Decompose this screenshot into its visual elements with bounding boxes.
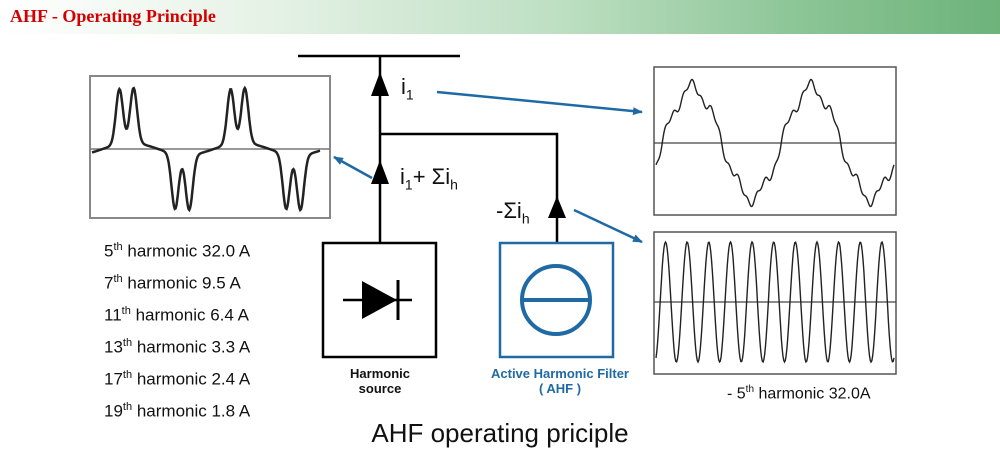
fifth-harmonic-label: - 5th harmonic 32.0A bbox=[727, 384, 871, 403]
pointer-arrow-harmonic bbox=[573, 208, 643, 244]
distorted-current-waveform bbox=[89, 75, 331, 219]
harmonic-row-11: 11th harmonic 6.4 A bbox=[104, 305, 249, 325]
arrow-i1-sum bbox=[371, 160, 389, 184]
pointer-arrow-distorted bbox=[333, 155, 373, 180]
fundamental-current-waveform bbox=[653, 66, 897, 216]
current-label-i1-sum: i1+ Σih bbox=[400, 164, 458, 193]
harmonic-list: 5th harmonic 32.0 A 7th harmonic 9.5 A 1… bbox=[104, 236, 250, 428]
fifth-harmonic-waveform bbox=[653, 231, 897, 375]
harmonic-row-5: 5th harmonic 32.0 A bbox=[104, 241, 251, 261]
harmonic-row-13: 13th harmonic 3.3 A bbox=[104, 337, 251, 357]
ahf-symbol-icon bbox=[520, 264, 592, 336]
current-label-neg-sum: -Σih bbox=[496, 198, 530, 227]
header-bar: AHF - Operating Principle bbox=[0, 0, 1000, 34]
diode-icon bbox=[343, 280, 412, 320]
harmonic-row-19: 19th harmonic 1.8 A bbox=[104, 401, 251, 421]
current-label-i1: i1 bbox=[401, 74, 414, 103]
harmonic-source-label: Harmonic source bbox=[350, 366, 410, 396]
diagram-caption: AHF operating priciple bbox=[371, 418, 629, 448]
ahf-label: Active Harmonic Filter ( AHF ) bbox=[491, 366, 629, 396]
harmonic-row-7: 7th harmonic 9.5 A bbox=[104, 273, 241, 293]
pointer-arrow-i1 bbox=[436, 90, 643, 116]
arrow-neg-sum bbox=[548, 196, 566, 218]
page-title: AHF - Operating Principle bbox=[10, 6, 216, 26]
arrow-i1 bbox=[371, 72, 389, 96]
harmonic-row-17: 17th harmonic 2.4 A bbox=[104, 369, 251, 389]
